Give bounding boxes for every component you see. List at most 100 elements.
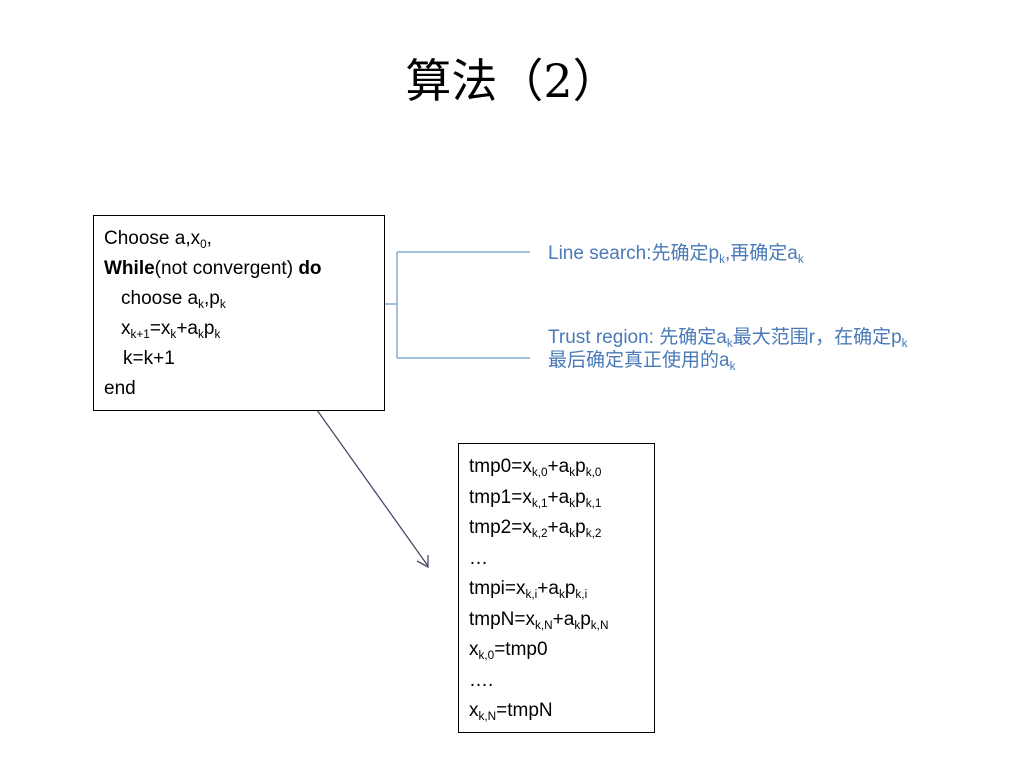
algorithm-box: Choose a,x0, While(not convergent) do ch… bbox=[93, 215, 385, 411]
note-label: Trust region: bbox=[548, 327, 660, 348]
note-subscript: k bbox=[901, 337, 908, 351]
expansion-subscript: k,2 bbox=[585, 527, 602, 541]
keyword-do: do bbox=[298, 258, 322, 279]
note-text: 再确定 bbox=[730, 242, 788, 264]
expansion-text: +a bbox=[547, 456, 570, 477]
note-trust-region-line1: Trust region: 先确定ak最大范围r，在确定pk bbox=[548, 326, 908, 349]
algo-subscript: k+1 bbox=[130, 328, 150, 342]
expansion-text: tmp0=x bbox=[469, 456, 532, 477]
note-text: 最大范围 bbox=[732, 326, 809, 348]
expansion-line: …. bbox=[469, 666, 644, 697]
note-text: a bbox=[716, 327, 727, 348]
algo-subscript: k bbox=[198, 298, 205, 312]
note-text: ，在确定 bbox=[815, 326, 892, 348]
algo-text: , bbox=[206, 228, 212, 249]
algo-text: (not convergent) bbox=[154, 258, 299, 279]
expansion-text: … bbox=[469, 547, 488, 569]
note-subscript: k bbox=[719, 253, 725, 267]
algo-subscript: k bbox=[170, 328, 177, 342]
expansion-text: p bbox=[564, 578, 576, 599]
expansion-text: tmp1=x bbox=[469, 486, 532, 508]
algo-line-choose-ak-pk: choose ak,pk bbox=[104, 284, 374, 314]
expansion-subscript: k bbox=[569, 466, 576, 480]
algo-text: end bbox=[104, 378, 136, 399]
note-text: a bbox=[719, 350, 730, 371]
note-label: Line search: bbox=[548, 243, 652, 264]
algo-text: =x bbox=[149, 318, 171, 339]
expansion-text: p bbox=[580, 608, 591, 630]
algo-subscript: 0 bbox=[200, 238, 207, 252]
note-line-search: Line search:先确定pk,再确定ak bbox=[548, 242, 804, 265]
expansion-text: +a bbox=[547, 486, 570, 508]
expansion-text: tmpN=x bbox=[469, 608, 535, 630]
expansion-subscript: k,0 bbox=[585, 466, 602, 480]
note-subscript: k bbox=[729, 360, 736, 374]
expansion-subscript: k,1 bbox=[531, 496, 548, 510]
note-text: 先确定 bbox=[659, 326, 717, 348]
expansion-text: =tmpN bbox=[496, 700, 553, 721]
expansion-text: x bbox=[469, 700, 479, 721]
algo-line-increment: k=k+1 bbox=[104, 344, 374, 374]
expansion-text: p bbox=[575, 486, 586, 508]
note-text: p bbox=[891, 327, 902, 348]
expansion-line: tmp2=xk,2+akpk,2 bbox=[469, 513, 644, 544]
expansion-line: tmp0=xk,0+akpk,0 bbox=[469, 452, 644, 483]
expansion-text: +a bbox=[552, 608, 575, 630]
expansion-subscript: k,i bbox=[575, 588, 588, 602]
algo-text: k=k+1 bbox=[123, 348, 175, 369]
expansion-line: tmpi=xk,i+akpk,i bbox=[469, 574, 644, 605]
algo-line-choose: Choose a,x0, bbox=[104, 224, 374, 254]
expansion-text: tmp2=x bbox=[469, 517, 532, 538]
note-text: 先确定 bbox=[651, 242, 709, 264]
expansion-text: …. bbox=[469, 669, 494, 691]
algo-subscript: k bbox=[197, 328, 204, 342]
algo-line-update-x: xk+1=xk+akpk bbox=[104, 314, 374, 344]
expansion-text: +a bbox=[547, 517, 570, 538]
algo-text: p bbox=[203, 318, 215, 339]
expansion-text: tmpi=x bbox=[469, 578, 526, 599]
expansion-subscript: k bbox=[569, 527, 576, 541]
algo-text: +a bbox=[176, 318, 198, 339]
expansion-subscript: k bbox=[569, 496, 576, 510]
algo-text: Choose a,x bbox=[104, 228, 201, 249]
note-text: , bbox=[725, 243, 731, 264]
note-text: p bbox=[708, 243, 720, 264]
expansion-text: +a bbox=[537, 578, 559, 599]
algo-subscript: k bbox=[219, 298, 226, 312]
expansion-line: xk,0=tmp0 bbox=[469, 635, 644, 666]
expansion-subscript: k bbox=[558, 588, 565, 602]
expansion-subscript: k,0 bbox=[478, 649, 495, 663]
arrow-head-icon bbox=[416, 555, 429, 569]
expansion-line: xk,N=tmpN bbox=[469, 696, 644, 727]
note-text: 最后确定真正使用的 bbox=[548, 349, 720, 371]
keyword-while: While bbox=[104, 258, 155, 279]
expansion-text: p bbox=[575, 456, 586, 477]
note-text: r bbox=[808, 327, 816, 348]
expansion-subscript: k,1 bbox=[585, 496, 602, 510]
expansion-subscript: k,i bbox=[525, 588, 538, 602]
note-subscript: k bbox=[726, 337, 733, 351]
algo-subscript: k bbox=[214, 328, 221, 342]
expansion-line: tmpN=xk,N+akpk,N bbox=[469, 605, 644, 636]
expansion-subscript: k,N bbox=[478, 710, 497, 724]
expansion-subscript: k,0 bbox=[531, 466, 548, 480]
note-text: a bbox=[787, 243, 798, 264]
expansion-subscript: k,N bbox=[590, 618, 609, 632]
expansion-subscript: k,2 bbox=[531, 527, 548, 541]
slide-title: 算法（2） bbox=[405, 54, 619, 108]
algo-line-while: While(not convergent) do bbox=[104, 254, 374, 284]
note-trust-region-line2: 最后确定真正使用的ak bbox=[548, 349, 908, 372]
expansion-subscript: k bbox=[574, 618, 581, 632]
expansion-text: =tmp0 bbox=[494, 639, 548, 660]
expansion-text: p bbox=[575, 517, 586, 538]
note-trust-region: Trust region: 先确定ak最大范围r，在确定pk 最后确定真正使用的… bbox=[548, 326, 908, 372]
algo-text: ,p bbox=[204, 288, 220, 309]
algo-text: x bbox=[121, 318, 131, 339]
algo-text: choose a bbox=[121, 288, 199, 309]
expansion-subscript: k,N bbox=[535, 618, 553, 632]
expansion-line: tmp1=xk,1+akpk,1 bbox=[469, 483, 644, 514]
algo-line-end: end bbox=[104, 374, 374, 404]
expansion-text: x bbox=[469, 639, 479, 660]
